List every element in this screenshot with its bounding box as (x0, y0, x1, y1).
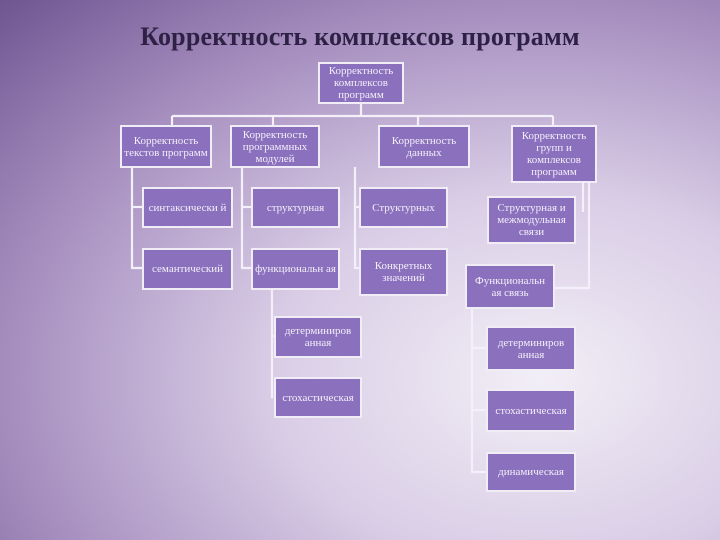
node-deterministic-groups: детерминиров анная (486, 326, 576, 371)
node-concrete-values: Конкретных значений (359, 248, 448, 296)
node-intermodule-links: Структурная и межмодульная связи (487, 196, 576, 244)
node-module-correctness: Корректность программных модулей (230, 125, 320, 168)
node-text-correctness: Корректность текстов программ (120, 125, 212, 168)
node-group-correctness: Корректность групп и комплексов программ (511, 125, 597, 183)
diagram-title: Корректность комплексов программ (140, 22, 580, 51)
node-semantic: семантический (142, 248, 233, 290)
node-structural: структурная (251, 187, 340, 228)
node-functional: функциональн ая (251, 248, 340, 290)
node-functional-link: Функциональн ая связь (465, 264, 555, 309)
node-structural-data: Структурных (359, 187, 448, 228)
node-deterministic-modules: детерминиров анная (274, 316, 362, 358)
node-syntactic: синтаксически й (142, 187, 233, 228)
node-stochastic-modules: стохастическая (274, 377, 362, 418)
node-data-correctness: Корректность данных (378, 125, 470, 168)
node-stochastic-groups: стохастическая (486, 389, 576, 432)
node-root: Корректность комплексов программ (318, 62, 404, 104)
node-dynamic: динамическая (486, 452, 576, 492)
